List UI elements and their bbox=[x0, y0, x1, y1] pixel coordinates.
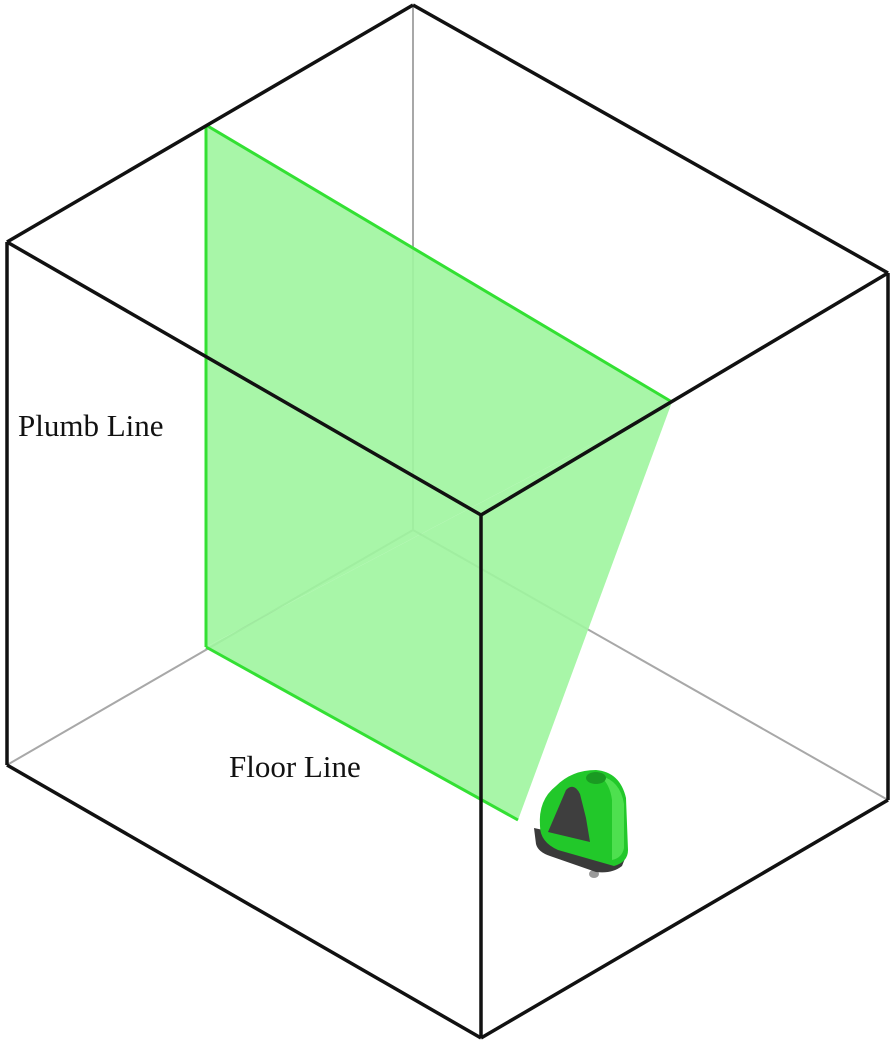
device-window bbox=[548, 786, 590, 842]
box-edge-bottom-right bbox=[480, 798, 889, 1040]
laser-plane-fan bbox=[206, 402, 672, 820]
laser-level-device-icon bbox=[534, 770, 628, 878]
box-edge-top-back-right bbox=[412, 3, 889, 275]
box-edge-top-back-left bbox=[6, 3, 414, 244]
box-edges bbox=[5, 3, 890, 1040]
box-edge-top-front-right bbox=[480, 271, 889, 517]
laser-plane-wall bbox=[206, 125, 672, 647]
box-edge-top-front-left bbox=[6, 240, 482, 517]
device-highlight bbox=[600, 776, 624, 860]
ceiling-line bbox=[205, 123, 673, 404]
device-top-button bbox=[586, 772, 606, 784]
floor-line-label: Floor Line bbox=[229, 749, 361, 784]
plumb-line-label: Plumb Line bbox=[18, 408, 164, 443]
laser-edges bbox=[204, 123, 673, 822]
floor-line bbox=[205, 645, 519, 822]
box-edge-bottom-left bbox=[6, 763, 482, 1040]
